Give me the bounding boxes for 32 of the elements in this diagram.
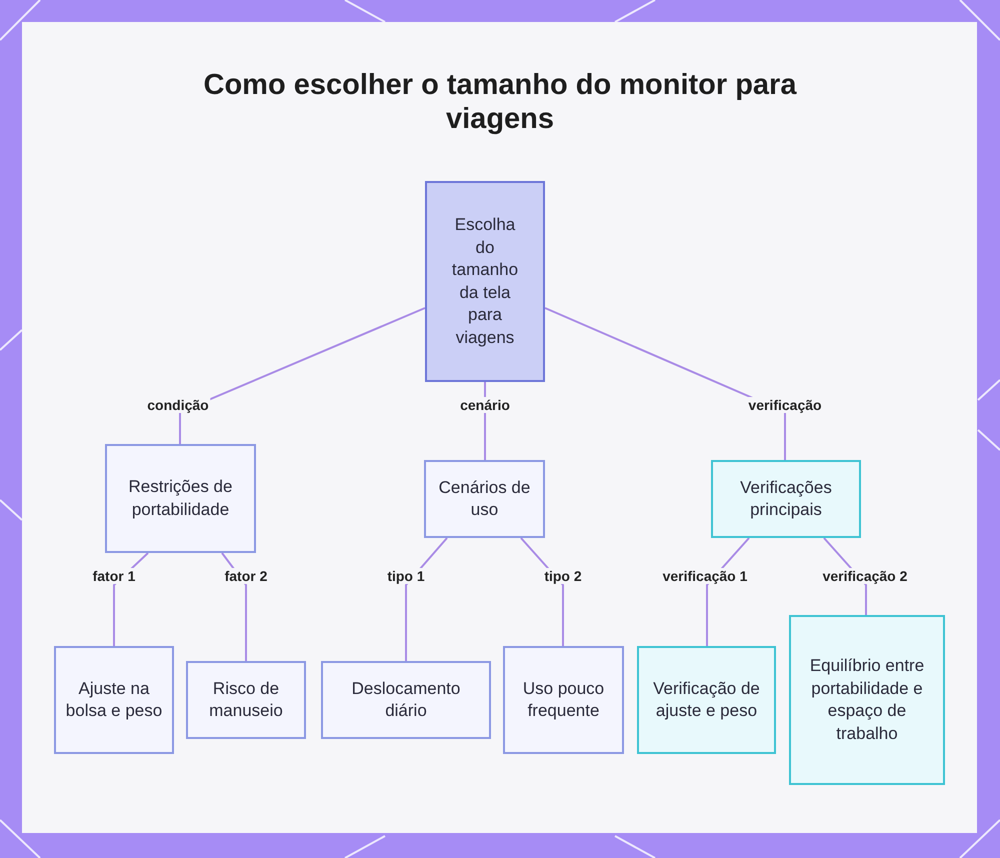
- node-text: Verificações principais: [739, 476, 833, 521]
- node-box: [105, 444, 256, 553]
- node-box: [711, 460, 861, 538]
- node-box: [321, 661, 491, 739]
- node-text: Uso pouco frequente: [522, 678, 606, 722]
- node-box: [789, 615, 945, 785]
- node-text: Restrições de portabilidade: [128, 476, 234, 520]
- node-text: Cenários de uso: [438, 476, 532, 521]
- connector-line: [544, 307, 786, 460]
- edge-label: verificação: [746, 397, 824, 413]
- node-box: [186, 661, 306, 739]
- node-box: [637, 646, 776, 754]
- node-text: Risco de manuseio: [208, 678, 284, 722]
- node-text: Deslocamento diário: [350, 678, 462, 722]
- edge-label: tipo 2: [542, 568, 584, 584]
- root-node-box: [425, 181, 545, 382]
- diagram-title: Como escolher o tamanho do monitor para viagens: [202, 68, 798, 136]
- edge-label: fator 2: [222, 568, 270, 584]
- node-box: [503, 646, 624, 754]
- node-text: Equilíbrio entre portabilidade e espaço de trabalho: [808, 655, 926, 744]
- edge-label: verificação 1: [660, 568, 750, 584]
- edge-label: fator 1: [90, 568, 138, 584]
- edge-label: cenário: [458, 397, 512, 413]
- node-text: Verificação de ajuste e peso: [652, 678, 761, 722]
- connector-line: [179, 307, 426, 444]
- node-text: Ajuste na bolsa e peso: [64, 678, 164, 722]
- edge-label: condição: [145, 397, 211, 413]
- node-text: Escolha do tamanho da tela para viagens: [450, 214, 520, 348]
- node-box: [424, 460, 545, 538]
- edge-label: verificação 2: [820, 568, 910, 584]
- edge-label: tipo 1: [385, 568, 427, 584]
- node-box: [54, 646, 174, 754]
